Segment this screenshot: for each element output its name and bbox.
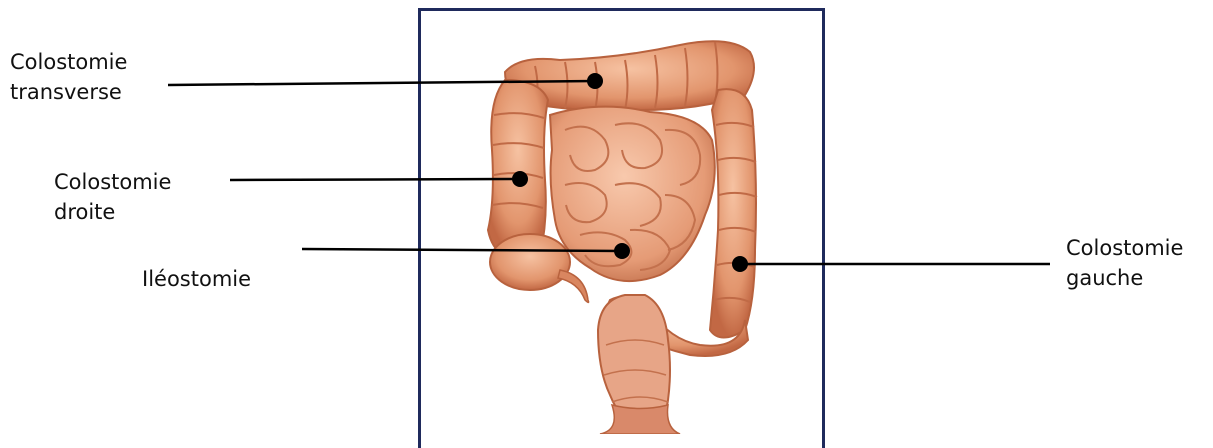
- label-ileostomie: Iléostomie: [142, 264, 251, 294]
- label-left-line2: gauche: [1066, 263, 1183, 293]
- label-colostomie-gauche: Colostomie gauche: [1066, 233, 1183, 293]
- label-left-line1: Colostomie: [1066, 233, 1183, 263]
- illustration: [488, 41, 757, 434]
- leader-line-right: [230, 179, 520, 180]
- ascending-colon: [488, 80, 548, 255]
- small-intestine: [550, 107, 715, 281]
- intestine-diagram: [0, 0, 1213, 434]
- appendix: [558, 270, 589, 303]
- label-colostomie-transverse: Colostomie transverse: [10, 47, 127, 107]
- label-colostomie-droite: Colostomie droite: [54, 167, 171, 227]
- label-ileo-line1: Iléostomie: [142, 264, 251, 294]
- stoma-dot-transverse: [587, 73, 603, 89]
- label-right-line1: Colostomie: [54, 167, 171, 197]
- label-transverse-line1: Colostomie: [10, 47, 127, 77]
- cecum: [490, 234, 570, 290]
- label-right-line2: droite: [54, 197, 171, 227]
- label-transverse-line2: transverse: [10, 77, 127, 107]
- stoma-dot-ileo: [614, 243, 630, 259]
- stoma-dot-left: [732, 256, 748, 272]
- anal-canal: [600, 405, 680, 434]
- stoma-dot-right: [512, 171, 528, 187]
